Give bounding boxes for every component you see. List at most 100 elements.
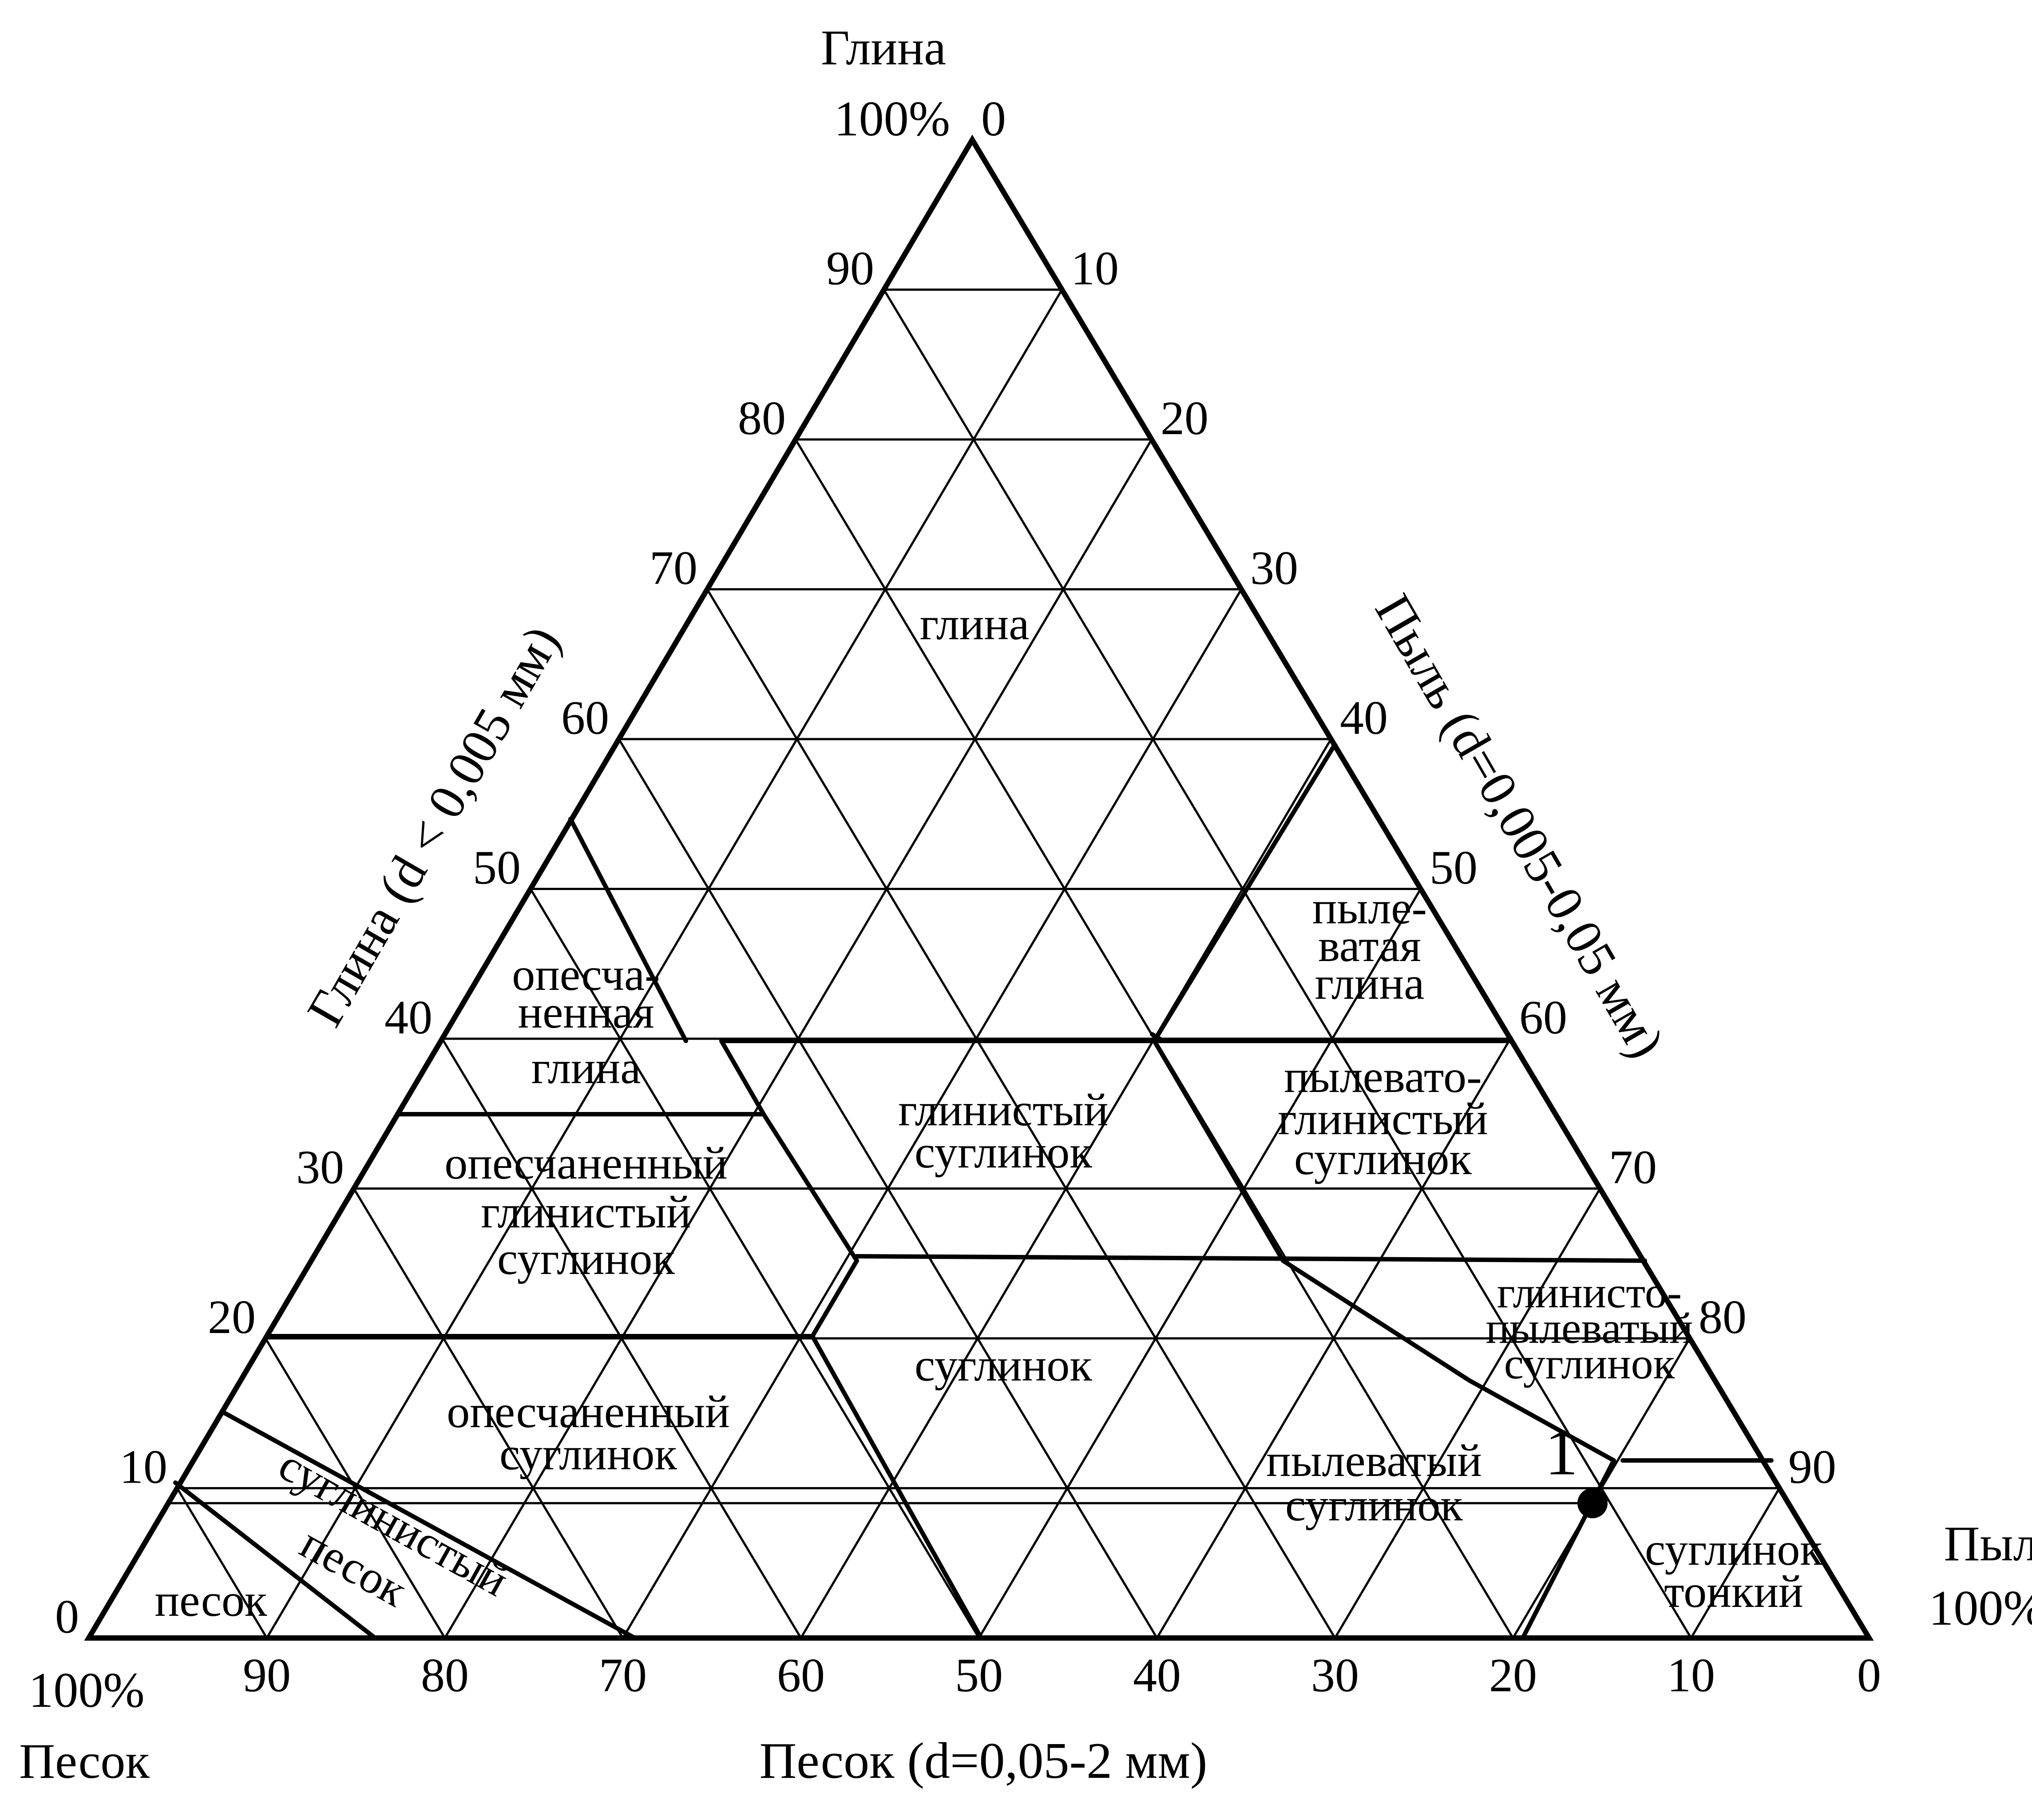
- texture-zones: глина пыле- ватая глина опесча- ненная г…: [154, 598, 1822, 1626]
- right-tick-90: 90: [1788, 1441, 1836, 1494]
- zone-pylevataya-glina-line-1: пыле-: [1312, 882, 1427, 934]
- grid-line-sand-10: [883, 289, 1692, 1639]
- left-tick-10: 10: [119, 1441, 167, 1494]
- grid-lines: [176, 289, 1781, 1639]
- left-corner-name: Песок: [19, 1734, 150, 1789]
- left-tick-70: 70: [650, 542, 697, 595]
- zone-opeschanennaya-glina-line-2: ненная: [518, 987, 654, 1038]
- right-tick-50: 50: [1430, 842, 1477, 894]
- grid-line-silt-50: [978, 888, 1422, 1639]
- left-tick-20: 20: [208, 1291, 256, 1344]
- left-tick-80: 80: [738, 392, 786, 445]
- bottom-tick-80: 80: [421, 1649, 469, 1702]
- right-tick-10: 10: [1071, 242, 1119, 295]
- right-tick-70: 70: [1609, 1141, 1657, 1194]
- zone-boundaries: [173, 744, 1774, 1640]
- grid-line-silt-30: [622, 589, 1243, 1639]
- zone-pylevato-glinistyy-suglinok-line-2: глинистый: [1278, 1093, 1488, 1144]
- zone-glinisto-pylevatyy-suglinok-line-2: пылеватый: [1485, 1303, 1693, 1353]
- zone-glinistyy-suglinok: глинистый суглинок: [898, 1084, 1108, 1178]
- right-tick-60: 60: [1519, 991, 1567, 1044]
- boundary-loam-bottom: [810, 1334, 983, 1640]
- zone-opeschanennyy-suglinok-line-1: опесчаненный: [447, 1386, 730, 1437]
- left-corner: 100% Песок: [19, 1663, 150, 1789]
- zone-pylevato-glinistyy-suglinok-line-3: суглинок: [1294, 1133, 1472, 1184]
- zone-glina-label-line-1: глина: [920, 598, 1030, 649]
- zone-suglinok: суглинок: [915, 1340, 1092, 1391]
- zone-suglinistyy-pesok: суглинистый песок: [271, 1439, 517, 1616]
- grid-line-sand-70: [353, 1188, 624, 1639]
- right-corner-name: Пыль: [1944, 1516, 2032, 1571]
- boundary-silty-clay-diagonal: [1152, 744, 1336, 1043]
- boundary-loamy-sand-lower: [173, 1480, 377, 1640]
- left-corner-percent: 100%: [28, 1663, 144, 1718]
- zone-pylevatyy-suglinok: пылеватый суглинок: [1266, 1435, 1482, 1531]
- zone-pylevatyy-suglinok-line-2: суглинок: [1285, 1480, 1463, 1531]
- zone-glinistyy-suglinok-line-2: суглинок: [915, 1127, 1092, 1178]
- grid-line-silt-60: [1156, 1038, 1512, 1639]
- zone-opeschanennaya-glina-line-3: глина: [531, 1042, 641, 1093]
- zone-glina: глина: [920, 598, 1030, 649]
- zone-opeschanennyy-glinistyy-suglinok-line-1: опесчаненный: [444, 1138, 728, 1189]
- bottom-tick-70: 70: [599, 1649, 647, 1702]
- zone-pylevato-glinistyy-suglinok: пылевато- глинистый суглинок: [1278, 1051, 1488, 1184]
- zone-suglinok-tonkiy: суглинок тонкий: [1645, 1524, 1822, 1617]
- zone-pylevatyy-suglinok-line-1: пылеватый: [1266, 1435, 1482, 1486]
- grid-line-silt-90: [1690, 1488, 1781, 1639]
- zone-opeschanennyy-glinistyy-suglinok-line-3: суглинок: [497, 1233, 675, 1284]
- zone-opeschanennyy-glinistyy-suglinok-line-2: глинистый: [481, 1187, 691, 1238]
- boundary-silty-clay-loam-right: [1152, 1039, 1285, 1263]
- left-tick-40: 40: [384, 991, 432, 1044]
- bottom-tick-10: 10: [1667, 1649, 1715, 1702]
- zone-glinisto-pylevatyy-suglinok: глинисто- пылеватый суглинок: [1485, 1268, 1693, 1388]
- grid-line-sand-80: [264, 1337, 446, 1639]
- boundary-clay-50-top: [568, 817, 688, 1043]
- grid-line-sand-90: [176, 1488, 268, 1639]
- right-tick-20: 20: [1161, 392, 1208, 445]
- right-corner-percent: 100%: [1929, 1581, 2032, 1636]
- boundary-silty-loam-diagonal: [1281, 1258, 1616, 1463]
- bottom-tick-90: 90: [243, 1649, 291, 1702]
- boundary-loamy-sand-upper: [220, 1409, 637, 1640]
- bottom-tick-60: 60: [777, 1649, 825, 1702]
- sample-point-marker: [1577, 1488, 1608, 1519]
- top-corner-percent: 100%: [834, 91, 950, 146]
- zone-glinistyy-suglinok-line-1: глинистый: [898, 1084, 1108, 1136]
- top-corner: Глина 100% 0: [821, 20, 1006, 146]
- zone-glinisto-pylevatyy-suglinok-line-3: суглинок: [1504, 1339, 1675, 1388]
- zone-pylevataya-glina: пыле- ватая глина: [1312, 882, 1427, 1009]
- zone-suglinok-line-1: суглинок: [915, 1340, 1092, 1391]
- left-tick-0: 0: [55, 1591, 79, 1643]
- zone-opeschanennyy-glinistyy-suglinok: опесчаненный глинистый суглинок: [444, 1138, 728, 1284]
- sample-point-group: 1: [168, 1415, 1608, 1519]
- right-tick-30: 30: [1250, 542, 1298, 595]
- boundary-loam-left: [810, 1258, 859, 1338]
- sample-point-label: 1: [1545, 1415, 1578, 1489]
- right-tick-80: 80: [1699, 1291, 1747, 1344]
- triangle-frame: [84, 135, 1874, 1641]
- zone-suglinok-tonkiy-line-1: суглинок: [1645, 1524, 1822, 1575]
- zone-pylevataya-glina-line-2: ватая: [1318, 920, 1421, 971]
- grid-line-silt-70: [1334, 1188, 1601, 1639]
- bottom-tick-30: 30: [1311, 1649, 1359, 1702]
- zone-pesok: песок: [154, 1575, 267, 1626]
- boundary-silty-clay-vertical: [1150, 1032, 1165, 1043]
- bottom-tick-40: 40: [1133, 1649, 1181, 1702]
- zone-opeschanennaya-glina: опесча- ненная глина: [512, 949, 660, 1093]
- right-corner: Пыль 100%: [1929, 1516, 2032, 1636]
- zone-opeschanennaya-glina-line-1: опесча-: [512, 949, 660, 1000]
- top-corner-zero: 0: [981, 91, 1006, 146]
- bottom-tick-0: 0: [1857, 1649, 1881, 1702]
- zone-pylevataya-glina-line-3: глина: [1315, 958, 1425, 1009]
- bottom-axis-ticks: 90 80 70 60 50 40 30 20 10 0: [243, 1649, 1881, 1702]
- grid-line-sand-50: [529, 888, 980, 1639]
- zone-opeschanennyy-suglinok-line-2: суглинок: [499, 1428, 677, 1480]
- boundary-clay-25-line: [855, 1254, 1647, 1263]
- bottom-tick-50: 50: [955, 1649, 1003, 1702]
- bottom-tick-20: 20: [1489, 1649, 1537, 1702]
- boundary-sandy-clay-vertical: [719, 1039, 859, 1263]
- left-tick-90: 90: [826, 242, 874, 295]
